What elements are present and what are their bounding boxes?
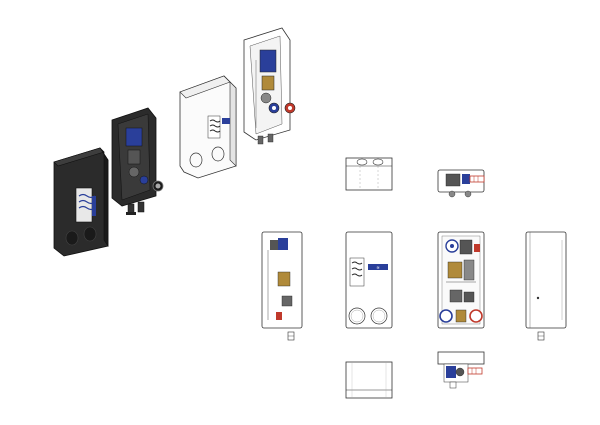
bottom-view-cover: [345, 361, 393, 399]
isometric-black-housing: [53, 147, 109, 257]
top-view-unit: [437, 169, 485, 198]
left-side-view: [261, 231, 303, 341]
front-view-open: [437, 231, 485, 329]
top-view-cover: [345, 157, 393, 191]
bottom-view-unit: [437, 351, 485, 389]
right-side-view: [525, 231, 567, 341]
front-view-cover: ≋: [345, 231, 393, 329]
isometric-black-open: [111, 107, 164, 215]
brand-mark-text: ≋: [376, 265, 379, 270]
isometric-white-cover: [179, 75, 237, 179]
isometric-white-open: [243, 27, 296, 145]
